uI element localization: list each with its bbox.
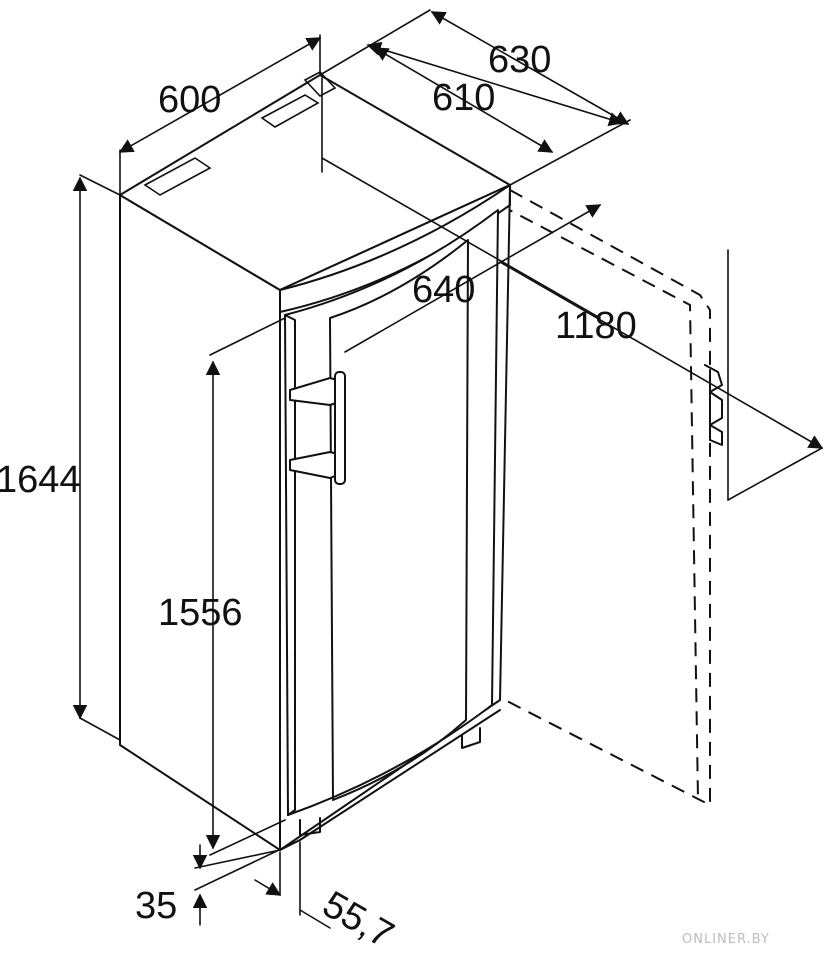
label-depth-body: 610 [432, 77, 495, 119]
label-depth-total: 630 [488, 39, 551, 81]
label-door-offset: 55,7 [316, 883, 401, 956]
dim-depth-door-open [499, 249, 824, 501]
label-depth-handle: 640 [412, 269, 475, 311]
dim-width [118, 34, 322, 196]
label-width: 600 [158, 79, 221, 121]
door-handle [289, 371, 346, 485]
dim-height-door [205, 317, 286, 856]
door-hinge [704, 364, 723, 446]
watermark: ONLINER.BY [682, 932, 770, 947]
dim-door-offset [254, 841, 331, 929]
dim-feet-height [192, 839, 301, 926]
dim-depth-body [373, 47, 554, 153]
label-height-door: 1556 [158, 592, 243, 634]
label-depth-door-open: 1180 [555, 305, 637, 347]
label-feet-height: 35 [135, 885, 177, 927]
label-height-total: 1644 [0, 459, 81, 501]
dim-height-total [72, 174, 121, 741]
dim-depth-handle [321, 77, 602, 353]
open-door-outline [499, 189, 711, 807]
